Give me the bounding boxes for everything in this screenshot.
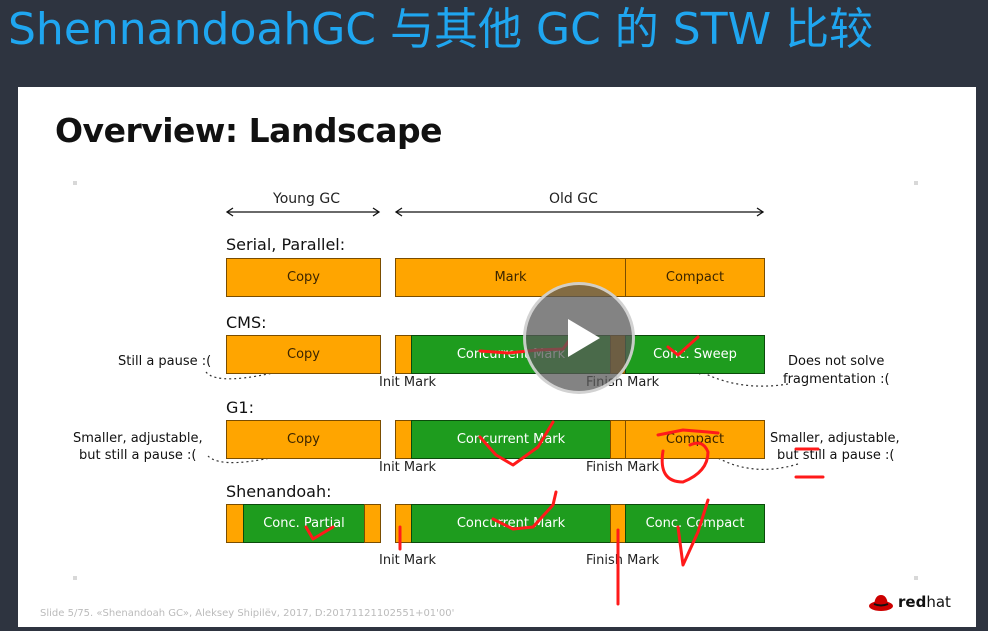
g1-finish-mark-label: Finish Mark (586, 460, 660, 475)
play-icon (568, 319, 600, 357)
shen-conc-partial-phase: Conc. Partial (243, 504, 365, 543)
g1-note-left-2: but still a pause :( (79, 448, 197, 463)
g1-note-right-2: but still a pause :( (777, 448, 895, 463)
corner-dot (73, 181, 77, 185)
g1-concurrent-mark-phase: Concurrent Mark (411, 420, 611, 459)
slide: Overview: Landscape Young GC Old GC (18, 87, 976, 627)
red-annotations (304, 333, 825, 606)
shen-conc-compact-phase: Conc. Compact (625, 504, 765, 543)
shen-final-partial-pause (364, 504, 381, 543)
row-label-shenandoah: Shenandoah: (226, 482, 332, 501)
g1-init-mark-label: Init Mark (379, 460, 436, 475)
g1-note-left-1: Smaller, adjustable, (73, 431, 203, 446)
row-label-serial: Serial, Parallel: (226, 235, 346, 254)
g1-compact-phase: Compact (625, 420, 765, 459)
serial-copy-phase: Copy (226, 258, 381, 297)
shen-concurrent-mark-phase: Concurrent Mark (411, 504, 611, 543)
page-heading: ShennandoahGC 与其他 GC 的 STW 比较 (8, 4, 874, 55)
corner-dot (914, 181, 918, 185)
cms-copy-phase: Copy (226, 335, 381, 374)
row-label-g1: G1: (226, 398, 254, 417)
redhat-logo: redhat (868, 592, 951, 612)
shen-init-mark-label: Init Mark (379, 553, 436, 568)
shen-finish-mark-label: Finish Mark (586, 553, 660, 568)
old-gc-label: Old GC (549, 191, 598, 207)
redhat-logo-text: redhat (898, 593, 951, 611)
cms-init-mark-label: Init Mark (379, 375, 436, 390)
serial-compact-phase: Compact (625, 258, 765, 297)
redhat-hat-icon (869, 595, 893, 611)
slide-title: Overview: Landscape (55, 111, 442, 150)
slide-footer: Slide 5/75. «Shenandoah GC», Aleksey Shi… (40, 608, 455, 619)
g1-copy-phase: Copy (226, 420, 381, 459)
video-play-button[interactable] (523, 282, 635, 394)
corner-dot (914, 576, 918, 580)
row-label-cms: CMS: (226, 313, 267, 332)
g1-note-right-1: Smaller, adjustable, (770, 431, 900, 446)
cms-note-left: Still a pause :( (118, 354, 212, 369)
young-gc-label: Young GC (273, 191, 340, 207)
cms-note-right-1: Does not solve (788, 354, 885, 369)
corner-dot (73, 576, 77, 580)
cms-note-right-2: fragmentation :( (783, 372, 890, 387)
